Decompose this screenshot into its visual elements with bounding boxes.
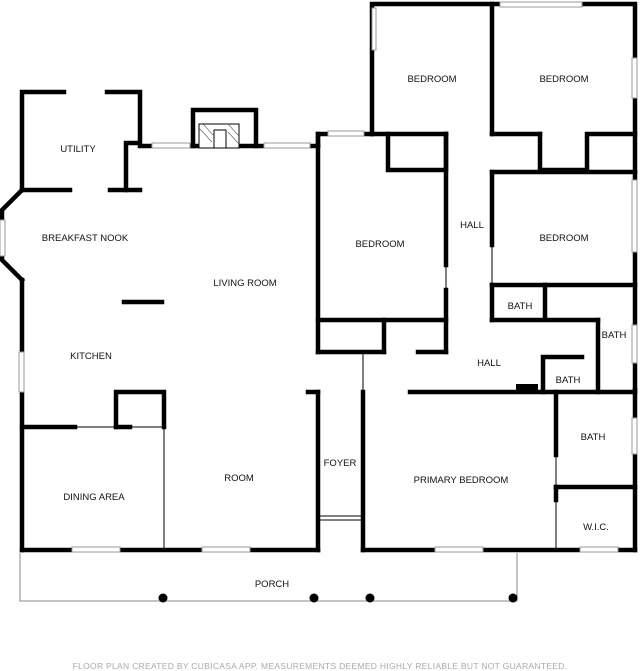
label-bath-right: BATH [602,330,627,341]
label-breakfast-nook: BREAKFAST NOOK [42,233,129,244]
label-utility: UTILITY [60,144,96,155]
label-bedroom-right: BEDROOM [539,233,588,244]
label-foyer: FOYER [324,458,357,469]
label-bath-lower-right: BATH [581,432,606,443]
label-bath-small: BATH [508,301,533,312]
label-kitchen: KITCHEN [70,351,112,362]
room-labels: BEDROOM BEDROOM UTILITY BREAKFAST NOOK L… [42,74,627,590]
label-bedroom-middle: BEDROOM [355,239,404,250]
label-wic: W.I.C. [583,522,609,533]
label-primary-bedroom: PRIMARY BEDROOM [414,475,509,486]
footer-disclaimer: FLOOR PLAN CREATED BY CUBICASA APP. MEAS… [73,661,568,671]
label-dining-area: DINING AREA [63,492,125,503]
label-room: ROOM [224,473,254,484]
windows [0,1,638,553]
fireplace-icon [198,123,240,149]
label-bath-center: BATH [556,375,581,386]
label-hall-upper: HALL [460,220,484,231]
label-hall-lower: HALL [477,358,501,369]
porch-outline [19,553,518,603]
label-living-room: LIVING ROOM [213,278,276,289]
label-bedroom-top-right: BEDROOM [539,74,588,85]
thin-partitions [75,245,557,550]
label-porch: PORCH [255,579,289,590]
label-bedroom-top-left: BEDROOM [407,74,456,85]
exterior-walls [0,1,638,553]
